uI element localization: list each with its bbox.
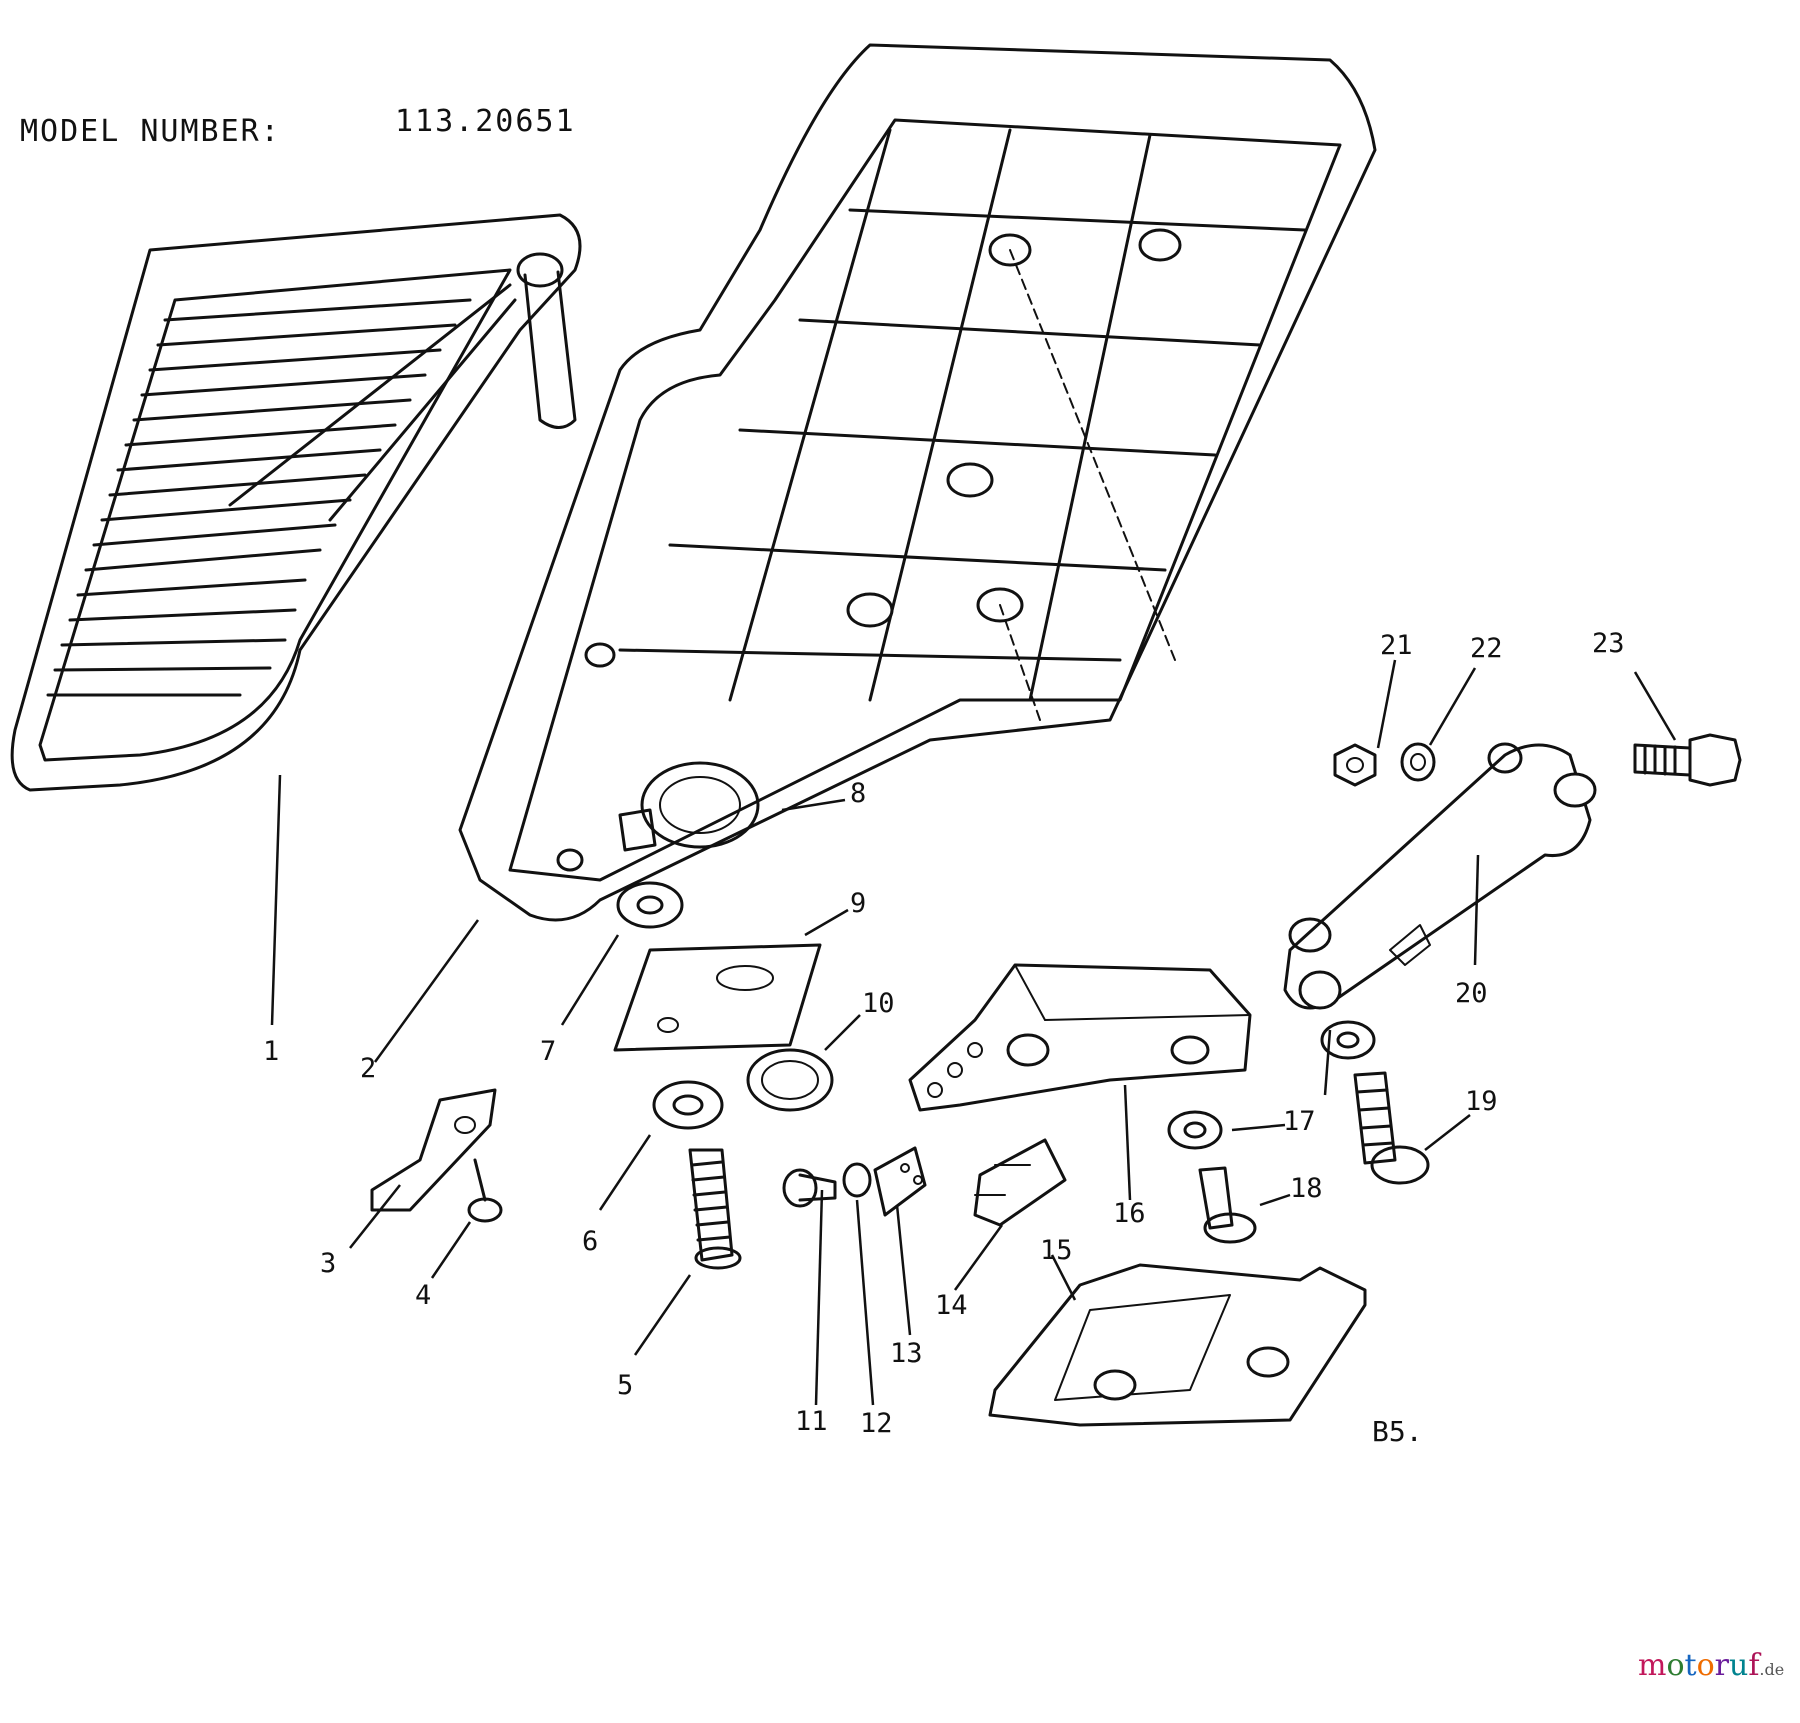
part-16-swivel-bracket <box>908 963 1252 1112</box>
part-5-screw <box>688 1148 742 1270</box>
watermark-letter: u <box>1728 1648 1749 1683</box>
figure-code: B5. <box>1372 1415 1423 1448</box>
callout-2: 2 <box>360 1053 377 1084</box>
part-22-washer <box>1400 742 1436 782</box>
callout-23: 23 <box>1592 628 1625 659</box>
callout-17: 17 <box>1283 1106 1316 1137</box>
callout-19: 19 <box>1465 1086 1498 1117</box>
callout-8: 8 <box>850 778 867 809</box>
callout-3: 3 <box>320 1248 337 1279</box>
model-number-value: 113.20651 <box>395 104 576 139</box>
part-21-nut <box>1333 743 1377 787</box>
part-19-bolt <box>1353 1071 1430 1185</box>
callout-7: 7 <box>540 1036 557 1067</box>
callout-22: 22 <box>1470 633 1503 664</box>
callout-11: 11 <box>795 1406 828 1437</box>
watermark-letter: o <box>1696 1648 1715 1683</box>
leader-lines <box>270 659 1677 1406</box>
callout-13: 13 <box>890 1338 923 1369</box>
callout-4: 4 <box>415 1280 432 1311</box>
callout-9: 9 <box>850 888 867 919</box>
callout-14: 14 <box>935 1290 968 1321</box>
watermark-letter: o <box>1666 1648 1685 1683</box>
part-10-collar <box>746 1048 834 1112</box>
part-4-small-bolt <box>467 1158 503 1223</box>
part-13-clip <box>873 1146 927 1217</box>
callout-10: 10 <box>862 988 895 1019</box>
part-15-base-bracket <box>988 1263 1367 1427</box>
part-12-washer <box>842 1162 872 1198</box>
callout-12: 12 <box>860 1408 893 1439</box>
watermark-letter: m <box>1638 1648 1667 1683</box>
part-14-angle-bracket <box>973 1138 1067 1227</box>
callout-18: 18 <box>1290 1173 1323 1204</box>
watermark-letter: f <box>1748 1648 1760 1683</box>
callout-16: 16 <box>1113 1198 1146 1229</box>
callout-6: 6 <box>582 1226 599 1257</box>
part-11-bolt <box>782 1168 837 1208</box>
part-9-plate <box>613 943 822 1052</box>
callout-15: 15 <box>1040 1235 1073 1266</box>
part-23-bolt <box>1633 733 1742 787</box>
watermark-letter: t <box>1684 1648 1697 1683</box>
part-6-washer <box>652 1080 724 1130</box>
callout-21: 21 <box>1380 630 1413 661</box>
watermark-letter: r <box>1714 1648 1729 1683</box>
part-3-bracket <box>370 1088 497 1212</box>
part-8-knob <box>618 761 760 852</box>
part-7-washer <box>616 881 684 929</box>
part-1-table-extension <box>10 213 582 792</box>
motoruf-watermark-logo: motoruf.de <box>1638 1648 1784 1683</box>
model-number-label: MODEL NUMBER: <box>20 114 281 149</box>
part-2-main-table <box>458 43 1377 922</box>
watermark-suffix: .de <box>1759 1660 1785 1679</box>
part-20-arm <box>1283 742 1597 1010</box>
callout-1: 1 <box>263 1036 280 1067</box>
part-17-washer <box>1167 1020 1376 1150</box>
callout-5: 5 <box>617 1370 634 1401</box>
part-18-bolt <box>1198 1166 1257 1244</box>
callout-20: 20 <box>1455 978 1488 1009</box>
